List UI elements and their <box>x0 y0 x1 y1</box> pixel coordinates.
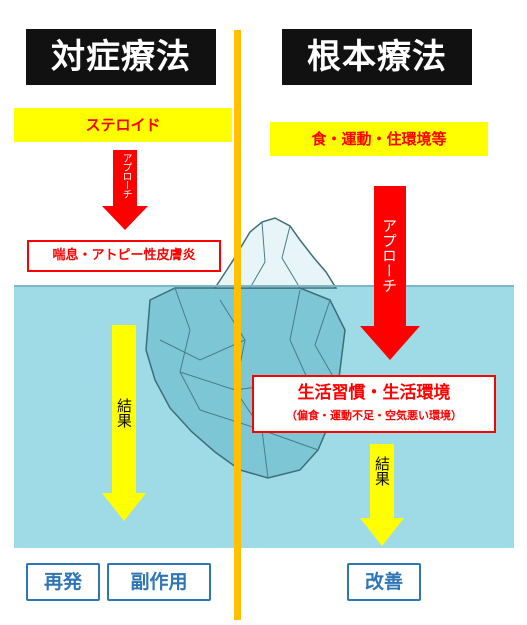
left-symptom-box: 喘息・アトピー性皮膚炎 <box>27 240 221 272</box>
water-surface <box>14 285 514 287</box>
outcome-recurrence-box: 再発 <box>26 563 100 601</box>
left-result-label: 結果 <box>115 398 133 428</box>
left-approach-arrow-icon <box>102 150 148 230</box>
right-result-label: 結果 <box>373 456 391 486</box>
right-approach-label: アプローチ <box>380 218 398 293</box>
right-approach-arrow-icon <box>360 186 420 360</box>
left-medicine-label: ステロイド <box>14 108 232 142</box>
root-cause-box: 生活習慣・生活環境 （偏食・運動不足・空気悪い環境） <box>252 375 496 433</box>
right-result-arrow-icon <box>360 444 404 546</box>
left-approach-label: アプローチ <box>120 153 131 198</box>
root-cause-main: 生活習慣・生活環境 <box>297 383 451 403</box>
right-title: 根本療法 <box>282 29 472 85</box>
right-factors-label: 食・運動・住環境等 <box>270 122 488 156</box>
left-title: 対症療法 <box>26 29 216 85</box>
left-result-arrow-icon <box>102 325 146 521</box>
outcome-side-effect-box: 副作用 <box>107 563 211 601</box>
root-cause-sub: （偏食・運動不足・空気悪い環境） <box>286 409 462 422</box>
center-divider <box>234 30 241 620</box>
outcome-improvement-box: 改善 <box>347 563 421 601</box>
